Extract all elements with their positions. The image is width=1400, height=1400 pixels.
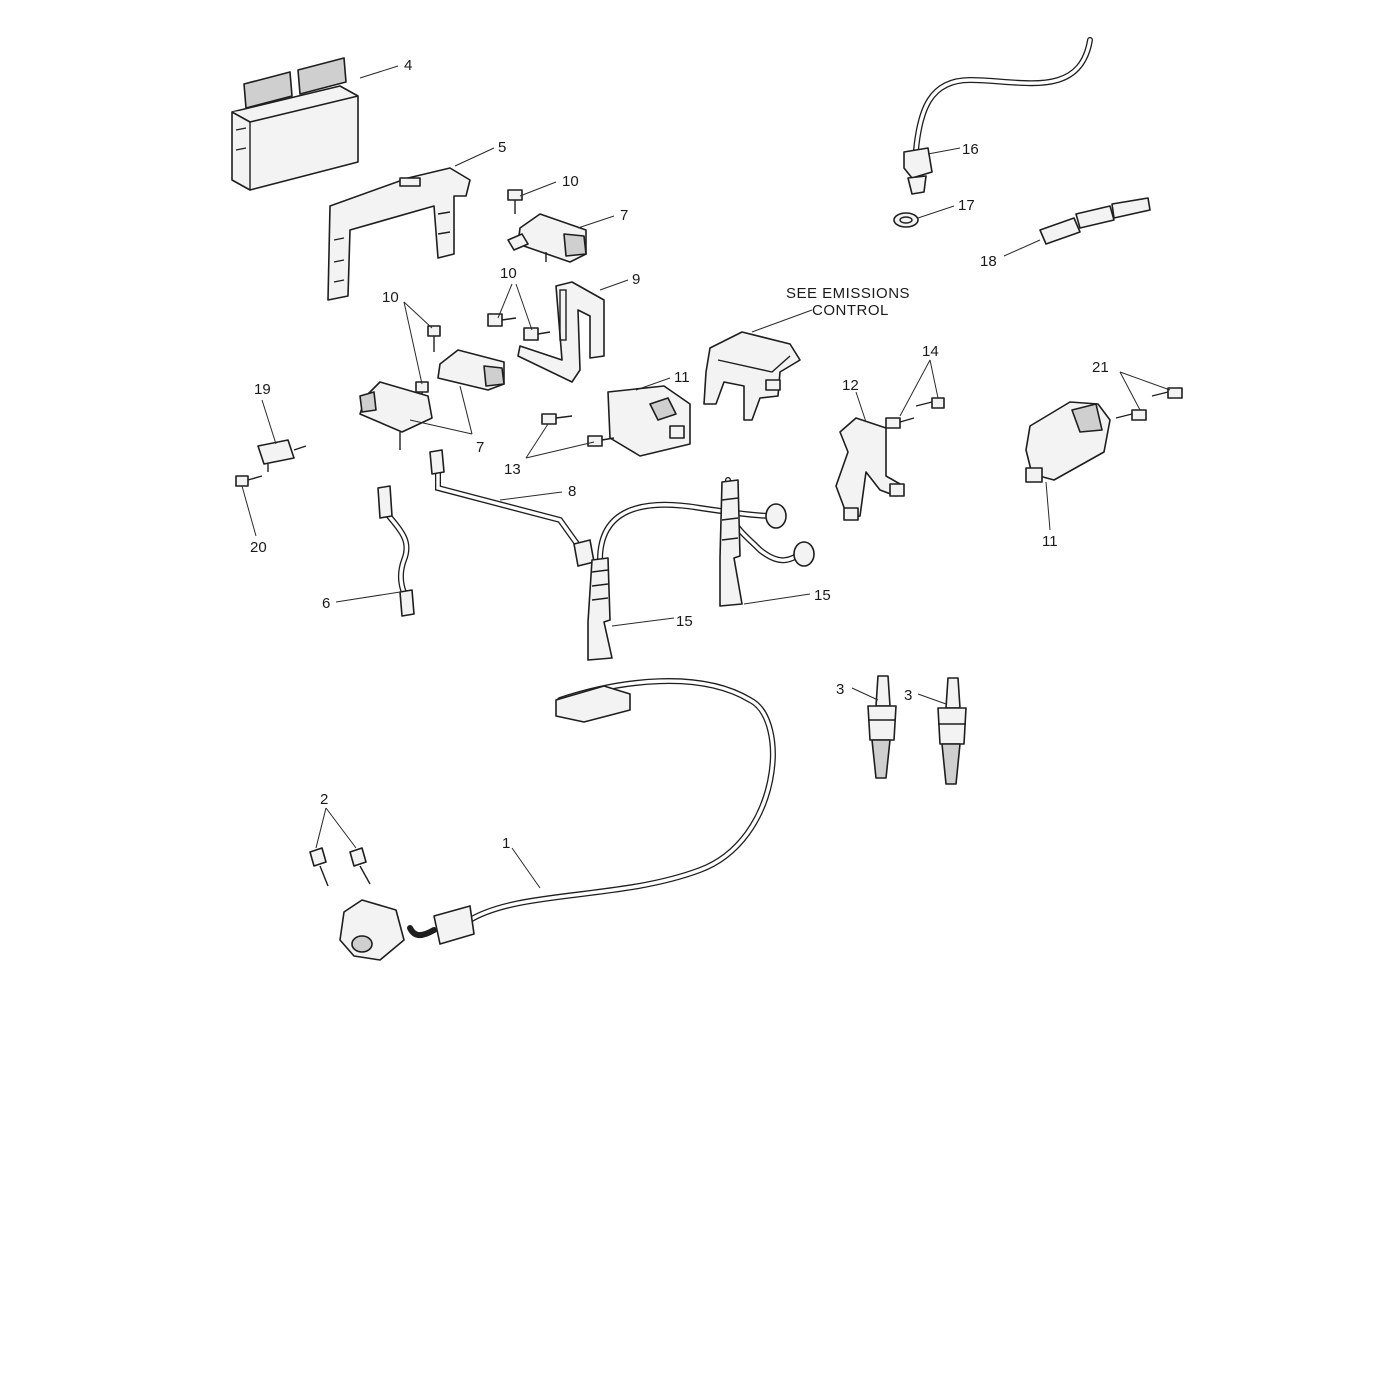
callout-7-top: 7	[620, 207, 628, 224]
plug-cap-15-left	[587, 557, 613, 661]
callout-6: 6	[322, 595, 330, 612]
mounting-bracket	[517, 281, 605, 383]
callout-16: 16	[962, 141, 979, 158]
callout-10-left: 10	[382, 289, 399, 306]
temperature-sensor-18	[1039, 197, 1151, 245]
callout-10-mid: 10	[500, 265, 517, 282]
pressure-sensor-lower	[359, 349, 505, 450]
callout-21: 21	[1092, 359, 1109, 376]
spark-plug-left	[867, 675, 897, 779]
callout-10-top: 10	[562, 173, 579, 190]
emissions-note-line1: SEE EMISSIONS	[786, 285, 910, 302]
callout-19: 19	[254, 381, 271, 398]
sealing-washer-17	[893, 212, 919, 228]
callout-20: 20	[250, 539, 267, 556]
spark-plug-right	[937, 677, 967, 785]
ignition-coil-right	[1025, 401, 1111, 483]
callout-labels: 4 5 10 7 10 9 10 7 11 13 19 20 6 8 SEE E…	[250, 57, 1109, 852]
callout-3-left: 3	[836, 681, 844, 698]
emissions-note-line2: CONTROL	[812, 302, 889, 319]
callout-5: 5	[498, 139, 506, 156]
callout-13: 13	[504, 461, 521, 478]
callout-8: 8	[568, 483, 576, 500]
callout-15-left: 15	[676, 613, 693, 630]
ecu-module	[231, 57, 359, 191]
bolt-upper	[507, 189, 523, 214]
bolts-14	[885, 397, 945, 429]
callout-3-right: 3	[904, 687, 912, 704]
ignition-coil-center	[607, 385, 691, 457]
callout-1: 1	[502, 835, 510, 852]
coil-bracket-12	[835, 417, 905, 521]
oxygen-sensor-16	[903, 37, 1093, 195]
crank-sensor-6	[377, 485, 415, 617]
callout-12: 12	[842, 377, 859, 394]
leader-lines	[241, 65, 1171, 889]
callout-7-lower: 7	[476, 439, 484, 456]
callout-11-center: 11	[674, 369, 690, 386]
callout-14: 14	[922, 343, 939, 360]
callout-9: 9	[632, 271, 640, 288]
callout-4: 4	[404, 57, 412, 74]
bolts-21	[1115, 387, 1183, 421]
callout-18: 18	[980, 253, 997, 270]
callout-15-right: 15	[814, 587, 831, 604]
bolts-2	[309, 847, 371, 887]
callout-2: 2	[320, 791, 328, 808]
callout-17: 17	[958, 197, 975, 214]
plug-cap-15-right	[719, 479, 743, 607]
temperature-sensor-19	[235, 439, 307, 487]
emissions-control-bracket	[703, 331, 801, 421]
ht-lead-harness	[429, 449, 815, 567]
callout-11-right: 11	[1042, 533, 1058, 550]
throttle-position-sensor	[339, 678, 776, 961]
ecu-bracket	[327, 167, 471, 301]
pressure-sensor-upper	[507, 213, 587, 263]
bolts-middle	[415, 313, 551, 406]
bolts-13	[541, 413, 615, 447]
